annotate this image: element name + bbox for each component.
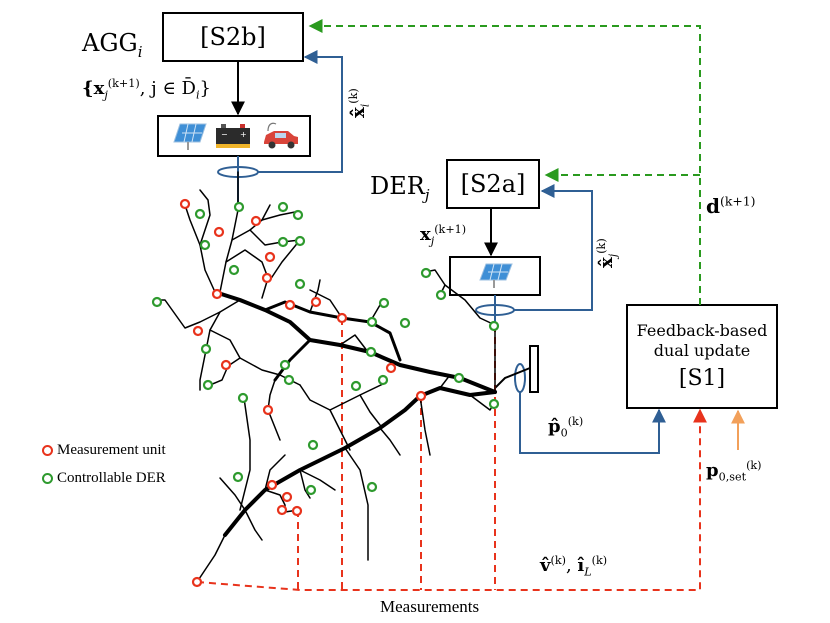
- solar-panel-icon: [173, 123, 207, 150]
- feeder-network: [154, 171, 497, 583]
- legend-controllable-label: Controllable DER: [57, 470, 166, 486]
- dual-update-line2: dual update: [653, 340, 751, 360]
- measurement-unit-icon: [42, 445, 53, 456]
- agg-feedback-label: x̂̂i(k): [347, 88, 372, 118]
- agg-box: [162, 12, 304, 62]
- controllable-der-icon: [42, 473, 53, 484]
- measurement-units: [179, 198, 427, 588]
- der-feedback-arrow: [494, 191, 593, 325]
- measurement-bus-line: [196, 408, 707, 591]
- p0-feedback-label: p̂0(k): [548, 415, 584, 440]
- legend-measurement: Measurement unit: [42, 442, 166, 459]
- svg-text:−: −: [221, 130, 228, 139]
- agg-dispatch-label: {xj(k+1), j ∈ D̄i}: [82, 77, 211, 102]
- svg-text:+: +: [240, 130, 247, 139]
- legend-measurement-label: Measurement unit: [57, 442, 166, 458]
- agg-box-label: [S2b]: [200, 23, 266, 51]
- der-solar-panel-icon: [479, 263, 513, 288]
- der-feedback-label: x̂j(k): [595, 238, 620, 268]
- dual-variable-label: d(k+1): [706, 193, 756, 218]
- measurements-caption: Measurements: [380, 597, 480, 616]
- dual-update-text: Feedback-based dual update [S1]: [627, 305, 777, 408]
- dual-to-agg-arrow: [308, 19, 701, 305]
- substation-icon: [494, 345, 539, 393]
- der-label: DERj: [370, 172, 430, 204]
- substation-sensor-ring: [514, 363, 526, 393]
- der-box: [446, 159, 540, 209]
- legend-controllable: Controllable DER: [42, 470, 166, 487]
- der-dispatch-label: xj(k+1): [420, 223, 467, 248]
- setpoint-label: p0,set(k): [706, 459, 762, 484]
- dual-update-line1: Feedback-based: [636, 320, 768, 340]
- agg-label: AGGi: [82, 29, 143, 61]
- p0-feedback-arrow: [519, 392, 666, 454]
- dual-update-box: [626, 304, 778, 409]
- measurement-symbols: v̂(k), îL(k): [540, 554, 608, 579]
- dual-update-tag: [S1]: [678, 365, 726, 391]
- battery-icon: − +: [216, 124, 250, 148]
- der-box-label: [S2a]: [460, 170, 526, 198]
- electric-car-icon: [264, 122, 298, 149]
- controllable-ders: [151, 201, 500, 496]
